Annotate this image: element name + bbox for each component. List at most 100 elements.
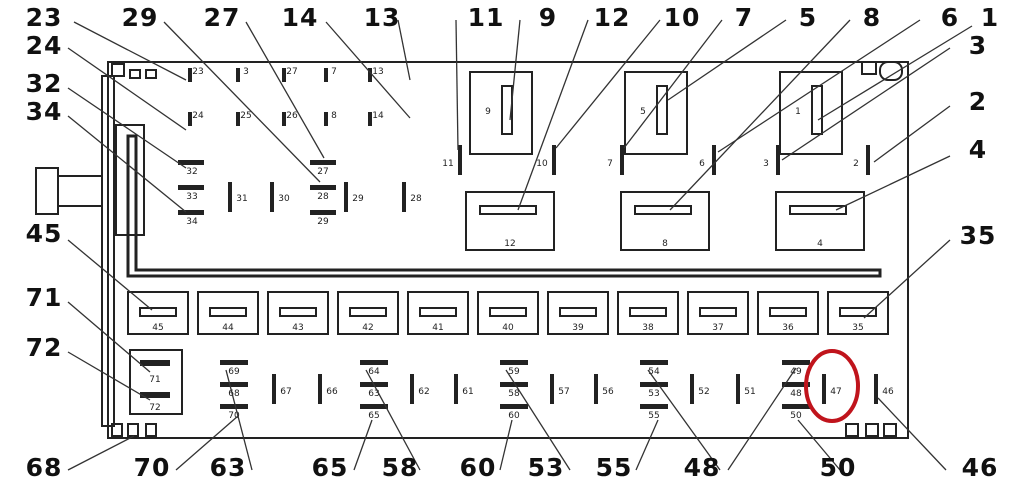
row-relay-label: 42 xyxy=(362,323,373,333)
callout-number: 2 xyxy=(969,87,987,116)
fuse xyxy=(500,382,528,387)
leader-line xyxy=(717,19,921,153)
callout-number: 5 xyxy=(799,3,817,32)
fuse xyxy=(310,210,336,215)
callout-number: 1 xyxy=(981,3,999,32)
fuse-label: 27 xyxy=(317,167,328,177)
callout-number: 35 xyxy=(960,221,997,250)
callout-number: 50 xyxy=(820,453,857,482)
leader-line xyxy=(647,369,721,471)
fuse-label: 3 xyxy=(243,67,249,77)
fuse-label: 50 xyxy=(790,411,802,421)
fuse xyxy=(640,404,668,409)
leader-line xyxy=(817,25,973,121)
fuse xyxy=(640,382,668,387)
relay-upper xyxy=(469,71,533,155)
leader-line xyxy=(67,115,187,213)
row-relay-label: 38 xyxy=(642,323,654,333)
fuse-label: 10 xyxy=(536,159,548,169)
fuse-label: 56 xyxy=(602,387,614,397)
fuse-label: 66 xyxy=(326,387,338,397)
callout-number: 29 xyxy=(122,3,159,32)
row-relay-label: 40 xyxy=(502,323,514,333)
fuse-label: 49 xyxy=(790,367,802,377)
fuse xyxy=(866,145,870,175)
top-relay: 58 xyxy=(620,71,710,251)
fuse-label: 23 xyxy=(192,67,203,77)
fuse-label: 47 xyxy=(830,387,841,397)
callout-number: 13 xyxy=(364,3,401,32)
leader-line xyxy=(667,19,787,101)
top-relay: 14 xyxy=(775,71,865,251)
fuse xyxy=(454,374,458,404)
row-relay-label: 41 xyxy=(432,323,443,333)
fuse xyxy=(594,374,598,404)
row-relay-label: 45 xyxy=(152,323,163,333)
callout-number: 34 xyxy=(26,97,63,126)
row-relay-label: 35 xyxy=(852,323,863,333)
callout-number: 14 xyxy=(282,3,319,32)
highlight-circle xyxy=(804,349,860,423)
fuse-label: 7 xyxy=(607,159,613,169)
callout-number: 12 xyxy=(594,3,631,32)
leader-line xyxy=(365,369,421,471)
row-relay: 38 xyxy=(617,291,679,335)
fuse-label: 30 xyxy=(278,194,290,204)
leader-lines xyxy=(67,19,973,471)
relay-lower-label: 4 xyxy=(817,239,823,249)
leader-line xyxy=(455,19,459,151)
row-relay: 37 xyxy=(687,291,749,335)
row-relay-label: 36 xyxy=(782,323,794,333)
callout-number: 70 xyxy=(134,453,171,482)
row-relay: 35 xyxy=(827,291,889,335)
fuse-label: 58 xyxy=(508,389,520,399)
row-relay: 44 xyxy=(197,291,259,335)
fuse xyxy=(712,145,716,175)
callout-number: 32 xyxy=(26,69,63,98)
fuse-label: 52 xyxy=(698,387,709,397)
leader-line xyxy=(863,239,951,319)
relay-upper-label: 9 xyxy=(485,107,491,117)
fuse xyxy=(324,112,328,126)
callout-number: 23 xyxy=(26,3,63,32)
fuse-label: 60 xyxy=(508,411,520,421)
fuse xyxy=(640,360,668,365)
leader-line xyxy=(505,369,571,471)
fuse-label: 26 xyxy=(286,111,298,121)
leader-line xyxy=(73,21,187,81)
fuse-box-housing xyxy=(35,61,909,439)
fuse-label: 29 xyxy=(317,217,329,227)
fuse-label: 67 xyxy=(280,387,291,397)
fuse xyxy=(550,374,554,404)
leader-line xyxy=(877,397,947,471)
leader-line xyxy=(353,419,373,471)
callout-number: 68 xyxy=(26,453,63,482)
fuse-label: 48 xyxy=(790,389,802,399)
callout-number: 7 xyxy=(735,3,753,32)
fuse-label: 64 xyxy=(368,367,380,377)
callout-number: 71 xyxy=(26,283,63,312)
callout-number: 4 xyxy=(969,135,987,164)
fuse xyxy=(782,360,810,365)
callout-number: 46 xyxy=(962,453,999,482)
callout-number: 24 xyxy=(26,31,63,60)
fuse-label: 24 xyxy=(192,111,204,121)
fuse-label: 62 xyxy=(418,387,429,397)
relay-upper xyxy=(624,71,688,155)
fuse xyxy=(188,112,192,126)
callout-number: 65 xyxy=(312,453,349,482)
fuse-label: 54 xyxy=(648,367,660,377)
row-relay-label: 43 xyxy=(292,323,303,333)
fuse xyxy=(178,160,204,165)
callout-number: 48 xyxy=(684,453,721,482)
fuse xyxy=(228,182,232,212)
callout-number: 45 xyxy=(26,219,63,248)
fuse xyxy=(620,145,624,175)
fuse-label: 28 xyxy=(317,192,329,202)
fuse-label: 68 xyxy=(228,389,240,399)
callout-number: 58 xyxy=(382,453,419,482)
leader-line xyxy=(669,19,851,211)
leader-line xyxy=(635,419,659,471)
leader-line xyxy=(325,21,411,119)
